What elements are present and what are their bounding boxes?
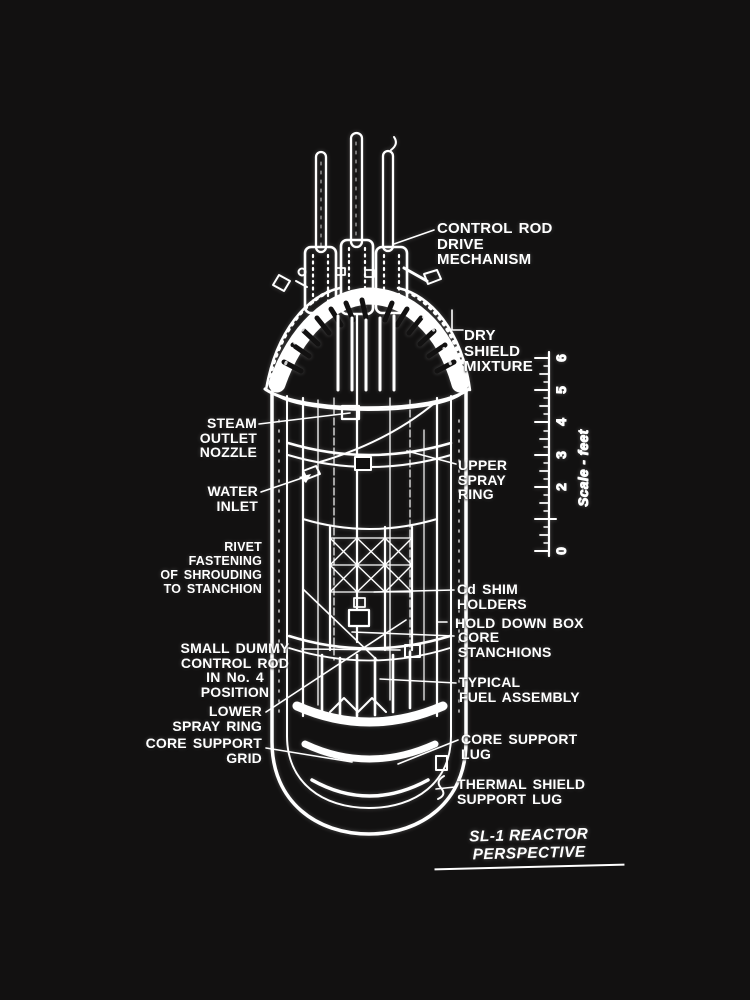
- leader-core-stanchions: [351, 631, 455, 637]
- reactor-vessel: [270, 390, 468, 836]
- scale-mark-2: 2: [553, 483, 569, 491]
- water-inlet-arrowhead: [299, 474, 311, 483]
- leader-small-dummy-control-rod: [301, 648, 401, 651]
- label-thermal-shield-support-lug: THERMAL SHIELD SUPPORT LUG: [457, 776, 586, 807]
- control-rod-drive-assembly: [272, 131, 442, 316]
- leader-cd-shim-holders: [373, 589, 455, 593]
- scale-unit-label: Scale - feet: [576, 429, 591, 506]
- leader-lower-spray-ring: [265, 619, 407, 713]
- label-control-rod-drive-mechanism: CONTROL ROD DRIVE MECHANISM: [437, 220, 553, 269]
- leader-control-rod-drive-mechanism: [393, 229, 435, 245]
- label-core-support-lug: CORE SUPPORT LUG: [461, 731, 578, 762]
- label-dry-shield-mixture: DRY SHIELD MIXTURE: [464, 327, 533, 376]
- vessel-internals: [286, 312, 453, 800]
- scale-mark-6: 6: [553, 354, 569, 362]
- scale-mark-3: 3: [553, 451, 569, 459]
- scale-mark-4: 4: [553, 418, 569, 426]
- label-lower-spray-ring: LOWER SPRAY RING: [172, 703, 262, 734]
- scale-ruler: 6 5 4 3 2 0 Scale - feet: [534, 350, 592, 558]
- label-steam-outlet-nozzle: STEAM OUTLET NOZZLE: [199, 415, 257, 461]
- leader-core-support-lug: [397, 739, 459, 765]
- figure-title: SL-1 REACTOR PERSPECTIVE: [433, 824, 625, 871]
- label-core-support-grid: CORE SUPPORT GRID: [145, 735, 262, 766]
- leader-typical-fuel-assembly: [379, 678, 457, 684]
- leader-rivet-fastening: [302, 588, 378, 661]
- label-typical-fuel-assembly: TYPICAL FUEL ASSEMBLY: [459, 674, 580, 705]
- scale-mark-0: 0: [553, 547, 569, 555]
- leader-steam-outlet-nozzle: [258, 412, 351, 425]
- label-small-dummy-control-rod: SMALL DUMMY CONTROL ROD IN No. 4 POSITIO…: [180, 640, 290, 700]
- leader-core-support-grid: [265, 747, 353, 763]
- dry-shield-head: [263, 286, 472, 411]
- leader-water-inlet: [260, 476, 306, 493]
- label-water-inlet: WATER INLET: [207, 483, 258, 514]
- leader-dry-shield-mixture: [451, 309, 464, 331]
- leader-lines: [258, 229, 464, 790]
- label-upper-spray-ring: UPPER SPRAY RING: [458, 457, 508, 503]
- leader-upper-spray-ring: [406, 450, 457, 465]
- label-rivet-fastening: RIVET FASTENING OF SHROUDING TO STANCHIO…: [160, 540, 262, 596]
- label-core-stanchions: CORE STANCHIONS: [458, 629, 552, 660]
- scale-mark-5: 5: [553, 386, 569, 394]
- leader-thermal-shield-support-lug: [435, 786, 456, 790]
- label-cd-shim-holders: Cd SHIM HOLDERS: [457, 581, 527, 612]
- label-hold-down-box: HOLD DOWN BOX: [455, 615, 584, 631]
